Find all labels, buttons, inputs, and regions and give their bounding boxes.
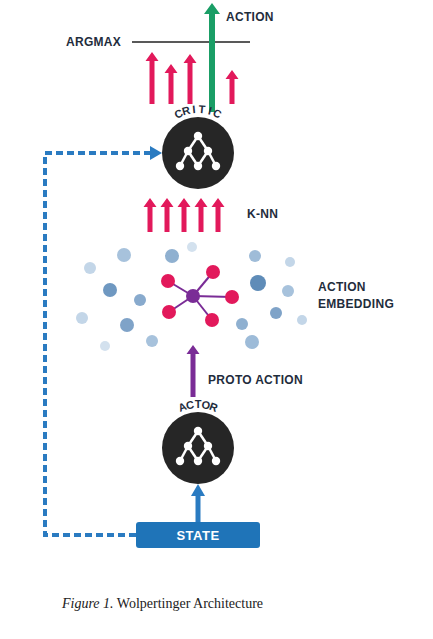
connector-layer — [45, 153, 198, 535]
circle-fill — [162, 117, 234, 189]
embedding-dot — [270, 307, 282, 319]
knn-arrow — [144, 198, 157, 232]
icon-node — [204, 147, 212, 155]
knn-arrow — [195, 198, 208, 232]
heading-letter: R — [206, 399, 222, 415]
knn-arrow — [161, 198, 174, 232]
icon-node — [176, 457, 184, 465]
diagram-label: ACTION — [226, 9, 274, 26]
embedding-dot — [84, 262, 96, 274]
network-circle: ACTOR — [162, 412, 234, 484]
diagram-label: ACTION EMBEDDING — [318, 279, 410, 313]
embedding-dot — [236, 318, 248, 330]
icon-node — [194, 457, 202, 465]
diagram-label: ARGMAX — [66, 34, 121, 51]
embedding-dot — [282, 285, 294, 297]
embedding-dot — [249, 250, 261, 262]
knn-arrow — [212, 198, 225, 232]
embedding-dot — [120, 318, 134, 332]
score-arrow — [226, 70, 239, 104]
score-arrow — [165, 64, 178, 104]
connector — [196, 496, 201, 522]
circle-outline — [162, 412, 234, 484]
connector — [45, 153, 150, 535]
proto-action-arrow — [187, 345, 200, 397]
icon-node — [204, 442, 212, 450]
embedding-dot — [250, 275, 266, 291]
action-arrow — [204, 3, 220, 112]
network-circle: CRITIC — [162, 117, 234, 189]
network-icon — [176, 427, 220, 465]
icon-node — [194, 427, 202, 435]
heading-letter: T — [196, 103, 209, 116]
score-arrow — [146, 52, 159, 104]
network-icon — [176, 132, 220, 170]
circle-outline — [162, 117, 234, 189]
embedding-dot — [100, 341, 110, 351]
icon-node — [184, 147, 192, 155]
diagram-label: PROTO ACTION — [208, 372, 303, 389]
figure-caption: Figure 1. Wolpertinger Architecture — [62, 596, 263, 612]
node-label: STATE — [176, 528, 219, 543]
neighbour-dot — [161, 274, 175, 288]
icon-node — [212, 162, 220, 170]
embedding-dot — [103, 283, 117, 297]
argmax-line — [132, 41, 250, 43]
icon-node — [194, 162, 202, 170]
score-arrow — [184, 54, 197, 104]
icon-node — [194, 132, 202, 140]
proto-action-dot — [186, 289, 200, 303]
circle-fill — [162, 412, 234, 484]
embedding-dot — [245, 335, 259, 349]
embedding-dot — [117, 248, 131, 262]
neighbour-dot — [225, 290, 239, 304]
embedding-dot — [146, 335, 158, 347]
icon-node — [212, 457, 220, 465]
embedding-dot — [285, 257, 295, 267]
embedding-dot — [134, 294, 146, 306]
heading-letter: R — [179, 103, 194, 118]
diagram-label: K-NN — [247, 206, 278, 223]
embedding-dot — [187, 242, 197, 252]
embedding-dot — [297, 315, 307, 325]
embedding-dot — [165, 249, 179, 263]
icon-node — [176, 162, 184, 170]
embedding-dot — [76, 312, 88, 324]
neighbour-dot — [205, 313, 219, 327]
state-box: STATE — [136, 522, 260, 548]
icon-node — [184, 442, 192, 450]
neighbour-dot — [162, 305, 176, 319]
knn-arrow — [178, 198, 191, 232]
neighbour-dot — [206, 265, 220, 279]
